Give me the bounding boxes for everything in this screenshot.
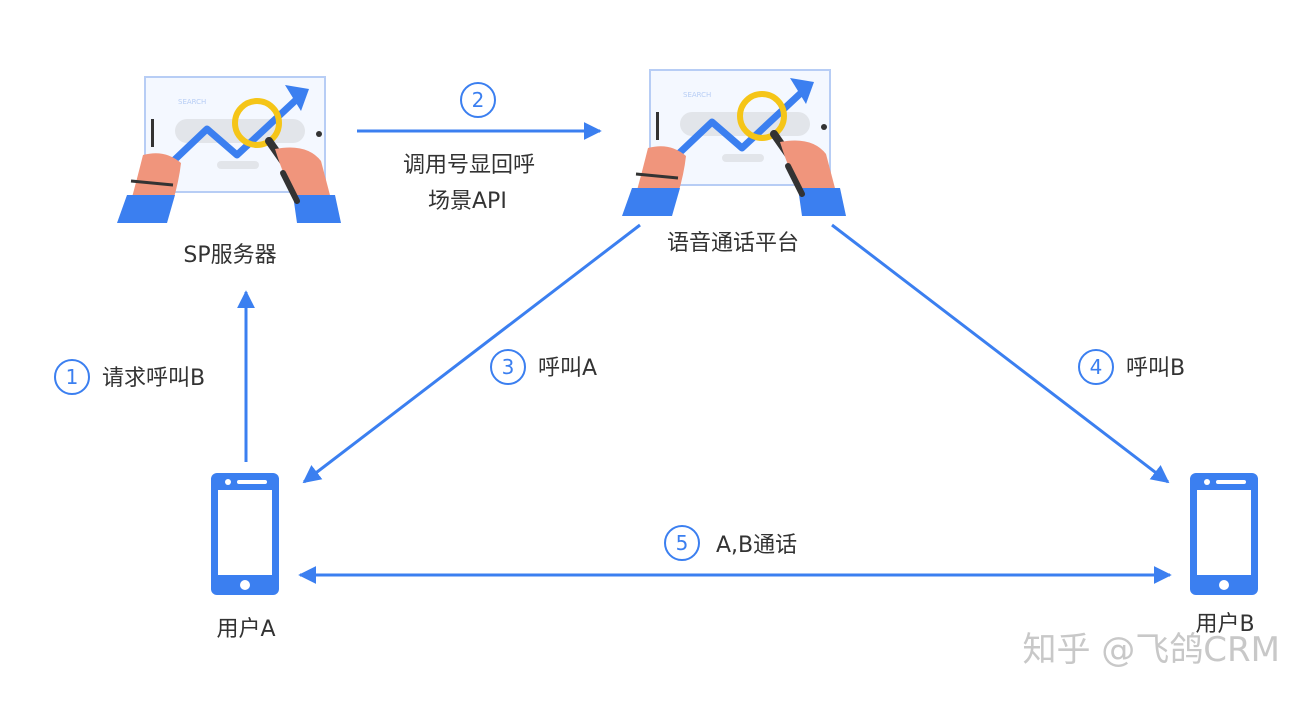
user-a-label: 用户A bbox=[216, 617, 275, 642]
platform-screen-text: SEARCH bbox=[683, 91, 711, 99]
sp-server-label: SP服务器 bbox=[183, 243, 276, 268]
step-3-number: 3 bbox=[502, 355, 515, 379]
step-1-badge bbox=[54, 359, 90, 395]
step-5-number: 5 bbox=[676, 531, 689, 555]
user-a-phone-icon bbox=[211, 473, 279, 595]
step-2-text-line2: 场景API bbox=[428, 189, 507, 214]
arrow-call-a bbox=[302, 223, 641, 484]
step-3-badge bbox=[490, 349, 526, 385]
step-4-badge bbox=[1078, 349, 1114, 385]
step-2-number: 2 bbox=[472, 88, 485, 112]
voice-platform-illustration bbox=[622, 70, 846, 216]
step-5-text: A,B通话 bbox=[716, 533, 797, 558]
step-1-text: 请求呼叫B bbox=[102, 366, 205, 391]
sp-server-illustration bbox=[117, 77, 341, 223]
step-1-number: 1 bbox=[66, 365, 79, 389]
watermark: 知乎 @飞鸽CRM bbox=[1022, 630, 1280, 670]
sp-screen-text: SEARCH bbox=[178, 98, 206, 106]
step-2-text-line1: 调用号显回呼 bbox=[403, 153, 535, 178]
step-4-text: 呼叫B bbox=[1126, 356, 1185, 381]
arrow-call-b bbox=[831, 223, 1170, 484]
step-5-badge bbox=[664, 525, 700, 561]
voice-platform-label: 语音通话平台 bbox=[667, 231, 799, 256]
step-3-text: 呼叫A bbox=[538, 356, 597, 381]
step-2-badge bbox=[460, 82, 496, 118]
step-4-number: 4 bbox=[1090, 355, 1103, 379]
user-b-label: 用户B bbox=[1195, 612, 1254, 637]
user-b-phone-icon bbox=[1190, 473, 1258, 595]
